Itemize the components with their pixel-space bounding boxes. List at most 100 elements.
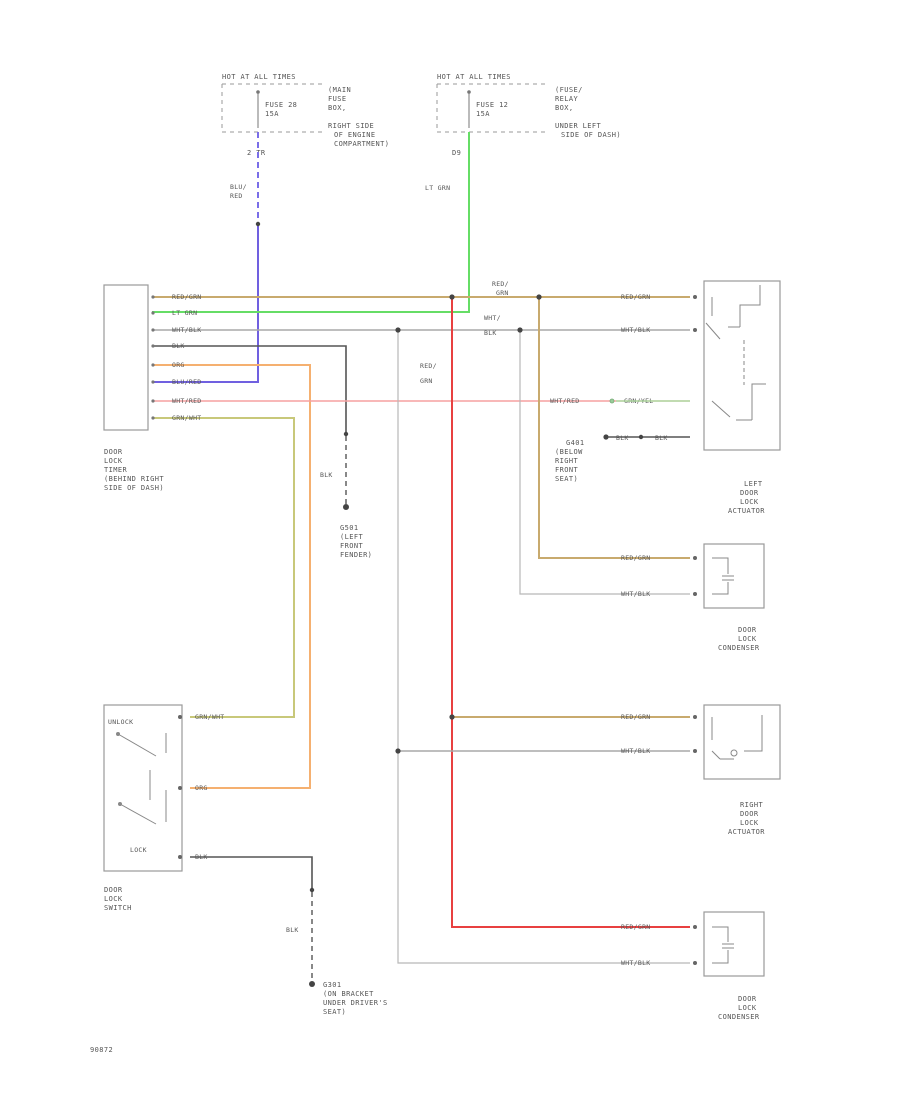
g401-label-2: (BELOW [555,448,583,456]
switch-pin-2: ORG [195,784,208,792]
wire-blu-red [152,226,259,383]
timer-pin-8: GRN/WHT [172,414,202,422]
fuse-right-desc-1: (FUSE/ [555,86,583,94]
cond-right-caption-1: DOOR [738,995,757,1003]
left-act-caption-3: LOCK [740,498,759,506]
left-actuator-pins: RED/GRN WHT/BLK WHT/RED GRN/YEL [550,293,697,405]
timer-caption-5: SIDE OF DASH) [104,484,164,492]
fuse-right-amps: 15A [476,110,490,118]
g501-label-2: (LEFT [340,533,363,541]
door-lock-condenser-left: RED/GRN WHT/BLK DOOR LOCK CONDENSER [621,543,765,652]
fuse-left-amps: 15A [265,110,279,118]
ground-g501-icon [343,504,349,510]
timer-pin-1: RED/GRN [172,293,202,301]
fuse-right-desc-4: UNDER LEFT [555,122,602,130]
label-lt-grn: LT GRN [425,184,450,192]
g501-label-3: FRONT [340,542,363,550]
fuse-block-right: HOT AT ALL TIMES FUSE 12 15A (FUSE/ RELA… [436,73,621,157]
splice-points [255,221,542,893]
wire-red-grn-drop [451,297,690,928]
label-wht-blk-top-1: WHT/ [484,314,501,322]
cond-right-caption-2: LOCK [738,1004,757,1012]
wire-blk-g501 [152,345,347,432]
fuse-left-desc-3: BOX, [328,104,346,112]
timer-pin-6: BLU/RED [172,378,202,386]
switch-pin-1: GRN/WHT [195,713,225,721]
wire-blk-g301 [190,856,313,888]
right-act-caption-3: LOCK [740,819,759,827]
ground-g301-icon [309,981,315,987]
ground-g501: G501 (LEFT FRONT FENDER) [340,504,372,559]
label-blk-g501: BLK [320,471,333,479]
fuse-block-left: HOT AT ALL TIMES FUSE 28 15A (MAIN FUSE … [221,73,389,157]
right-door-lock-actuator: RED/GRN WHT/BLK RIGHT DOOR LOCK ACTUATOR [621,704,781,836]
wire-red-grn-left-cond [538,297,690,559]
right-act-caption-2: DOOR [740,810,759,818]
g401-pin-left: BLK [616,434,629,442]
g401-label-4: FRONT [555,466,578,474]
fuse-right-desc-5: SIDE OF DASH) [561,131,621,139]
timer-pin-4: BLK [172,342,185,350]
fuse-left-desc-6: COMPARTMENT) [334,140,389,148]
timer-caption-1: DOOR [104,448,123,456]
timer-pin-2: LT GRN [172,309,197,317]
label-blu-red-2: RED [230,192,243,200]
g401-pin: BLK [655,434,668,442]
label-red-grn-top-1: RED/ [492,280,509,288]
cond-left-pin-2: WHT/BLK [621,590,651,598]
cond-right-pin-2: WHT/BLK [621,959,651,967]
fuse-left-desc-1: (MAIN [328,86,351,94]
fuse-left-desc-2: FUSE [328,95,346,103]
left-act-pin-2: WHT/BLK [621,326,651,334]
switch-lock-label: LOCK [130,846,147,854]
door-lock-switch: UNLOCK LOCK GRN/WHT ORG BLK DOOR LOCK SW… [103,704,225,912]
fuse-left-desc-5: OF ENGINE [334,131,376,139]
timer-caption-4: (BEHIND RIGHT [104,475,164,483]
label-red-grn-top-2: GRN [496,289,509,297]
right-act-caption-4: ACTUATOR [728,828,765,836]
label-wht-blk-top-2: BLK [484,329,497,337]
fuse-right-header: HOT AT ALL TIMES [437,73,511,81]
g501-label-4: FENDER) [340,551,372,559]
switch-caption-1: DOOR [104,886,123,894]
cond-left-pin-1: RED/GRN [621,554,651,562]
cond-right-caption-3: CONDENSER [718,1013,760,1021]
g501-label-1: G501 [340,524,358,532]
switch-caption-2: LOCK [104,895,123,903]
label-blk-g301: BLK [286,926,299,934]
g301-label-1: G301 [323,981,341,989]
fuse-left-pin: 2 TR [247,149,266,157]
fuse-right-desc-3: BOX, [555,104,573,112]
wire-wht-blk-drop [397,330,690,964]
left-act-pin-1: RED/GRN [621,293,651,301]
wire-wht-blk-left-cond [519,330,690,595]
cond-left-caption-3: CONDENSER [718,644,760,652]
ground-g401: BLK BLK G401 (BELOW RIGHT FRONT SEAT) [555,434,690,483]
cond-right-pin-1: RED/GRN [621,923,651,931]
wire-grn-wht [152,417,295,718]
wire-org [152,364,311,789]
fuse-right-pin: D9 [452,149,461,157]
ground-g301: G301 (ON BRACKET UNDER DRIVER'S SEAT) [309,981,388,1016]
fuse-left-desc-4: RIGHT SIDE [328,122,374,130]
right-act-pin-2: WHT/BLK [621,747,651,755]
g401-label-5: SEAT) [555,475,578,483]
door-lock-timer: RED/GRN LT GRN WHT/BLK BLK ORG BLU/RED W… [103,284,202,492]
right-act-pin-1: RED/GRN [621,713,651,721]
label-red-grn-mid-1: RED/ [420,362,437,370]
wire-lt-grn [152,132,470,313]
wire-labels: BLU/ RED LT GRN RED/ GRN WHT/ BLK RED/ G… [230,183,509,934]
wires [152,132,690,982]
ground-g401-icon [603,434,609,440]
left-act-caption-2: DOOR [740,489,759,497]
left-door-lock-actuator: RED/GRN WHT/BLK WHT/RED GRN/YEL LEFT DOO… [550,280,781,515]
timer-caption-2: LOCK [104,457,123,465]
fuse-left-number: FUSE 28 [265,101,297,109]
timer-pin-5: ORG [172,361,185,369]
switch-caption-3: SWITCH [104,904,132,912]
timer-pin-3: WHT/BLK [172,326,202,334]
label-red-grn-mid-2: GRN [420,377,433,385]
g301-label-3: UNDER DRIVER'S [323,999,388,1007]
label-blu-red-1: BLU/ [230,183,247,191]
timer-caption-3: TIMER [104,466,127,474]
